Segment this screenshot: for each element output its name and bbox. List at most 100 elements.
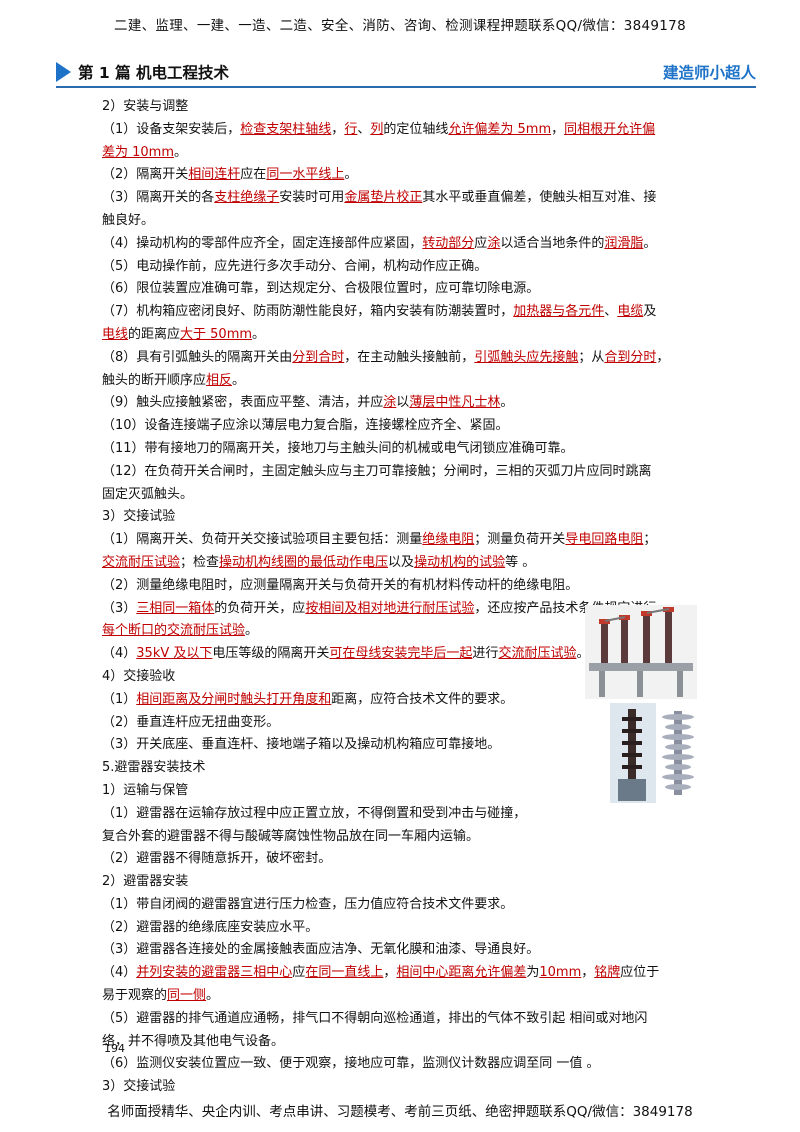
- body-text: 4）交接验收: [102, 668, 176, 684]
- body-text: （4）操动机构的零部件应齐全，固定连接部件应紧固，: [102, 235, 423, 251]
- body-text: 触良好。: [102, 212, 155, 228]
- emphasis-text: 电缆: [617, 304, 644, 320]
- text-line: 易于观察的同一侧。: [102, 985, 698, 1008]
- emphasis-text: 相反: [206, 372, 233, 388]
- top-banner: 二建、监理、一建、一造、二造、安全、消防、咨询、检测课程押题联系QQ/微信：38…: [114, 18, 686, 34]
- emphasis-text: 同一侧: [167, 988, 207, 1004]
- body-text: ，: [656, 349, 670, 365]
- text-line: （4）操动机构的零部件应齐全，固定连接部件应紧固，转动部分应涂以适合当地条件的润…: [102, 233, 698, 256]
- body-text: 为: [526, 965, 540, 981]
- text-line: （11）带有接地刀的隔离开关，接地刀与主触头间的机械或电气闭锁应准确可靠。: [102, 438, 698, 461]
- text-line: （8）具有引弧触头的隔离开关由分到合时，在主动触头接触前，引弧触头应先接触；从合…: [102, 347, 698, 370]
- body-text: 应: [474, 235, 488, 251]
- text-line: 3）交接试验: [102, 1076, 698, 1099]
- text-line: （2）避雷器的绝缘底座安装应水平。: [102, 917, 698, 940]
- body-text: （3）: [102, 600, 137, 616]
- body-text: ，: [581, 965, 595, 981]
- body-text: （2）避雷器不得随意拆开，破坏密封。: [102, 851, 332, 867]
- body-text: 的距离应: [128, 326, 181, 342]
- emphasis-text: 相间中心距离允许偏差: [396, 965, 527, 981]
- text-line: （2）避雷器不得随意拆开，破坏密封。: [102, 848, 698, 871]
- text-line: （2）测量绝缘电阻时，应测量隔离开关与负荷开关的有机材料传动杆的绝缘电阻。: [102, 575, 698, 598]
- body-text: 3）交接试验: [102, 509, 176, 525]
- body-text: ，: [331, 121, 345, 137]
- emphasis-text: 可在母线安装完毕后一起: [329, 646, 473, 662]
- emphasis-text: 薄层中性凡士林: [409, 395, 501, 411]
- text-line: （2）隔离开关相间连杆应在同一水平线上。: [102, 164, 698, 187]
- body-text: 的负荷开关，应: [214, 600, 306, 616]
- text-line: （1）避雷器在运输存放过程中应正置立放，不得倒置和受到冲击与碰撞，: [102, 803, 698, 826]
- body-text: 络，并不得喷及其他电气设备。: [102, 1033, 285, 1049]
- body-text: 。: [500, 395, 514, 411]
- text-line: 4）交接验收: [102, 666, 698, 689]
- body-text: （3）避雷器各连接处的金属接触表面应洁净、无氧化膜和油漆、导通良好。: [102, 942, 540, 958]
- body-text: （1）设备支架安装后，: [102, 121, 241, 137]
- text-line: 5.避雷器安装技术: [102, 757, 698, 780]
- body-text: 1）运输与保管: [102, 782, 189, 798]
- body-text: （9）触头应接触紧密，表面应平整、清洁，并应: [102, 395, 384, 411]
- emphasis-text: 10mm: [539, 965, 582, 981]
- text-line: 2）避雷器安装: [102, 871, 698, 894]
- emphasis-text: 允许偏差为 5mm: [448, 121, 552, 137]
- text-line: 复合外套的避雷器不得与酸碱等腐蚀性物品放在同一车厢内运输。: [102, 826, 698, 849]
- text-line: （3）避雷器各连接处的金属接触表面应洁净、无氧化膜和油漆、导通良好。: [102, 939, 698, 962]
- body-text: 。: [643, 235, 657, 251]
- body-text: （1）避雷器在运输存放过程中应正置立放，不得倒置和受到冲击与碰撞，: [102, 805, 527, 821]
- body-text: 易于观察的: [102, 988, 168, 1004]
- body-text: （2）避雷器的绝缘底座安装应水平。: [102, 919, 319, 935]
- body-text: （6）限位装置应准确可靠，到达规定分、合极限位置时，应可靠切除电源。: [102, 281, 540, 297]
- text-line: （6）监测仪安装位置应一致、便于观察，接地应可靠，监测仪计数器应调至同 一值 。: [102, 1053, 698, 1076]
- emphasis-text: 并列安装的避雷器三相中心: [136, 965, 293, 981]
- text-line: 触良好。: [102, 210, 698, 233]
- body-text: （5）避雷器的排气通道应通畅，排气口不得朝向巡检通道，排出的气体不致引起 相间或…: [102, 1010, 648, 1026]
- page-number: 194: [104, 1042, 125, 1055]
- text-line: （4）35kV 及以下电压等级的隔离开关可在母线安装完毕后一起进行交流耐压试验。: [102, 643, 698, 666]
- text-line: （4）并列安装的避雷器三相中心应在同一直线上，相间中心距离允许偏差为10mm，铭…: [102, 962, 698, 985]
- text-line: （5）避雷器的排气通道应通畅，排气口不得朝向巡检通道，排出的气体不致引起 相间或…: [102, 1008, 698, 1031]
- text-line: （9）触头应接触紧密，表面应平整、清洁，并应涂以薄层中性凡士林。: [102, 392, 698, 415]
- text-line: （5）电动操作前，应先进行多次手动分、合闸，机构动作应正确。: [102, 256, 698, 279]
- text-line: 交流耐压试验；检查操动机构线圈的最低动作电压以及操动机构的试验等 。: [102, 552, 698, 575]
- body-text: （11）带有接地刀的隔离开关，接地刀与主触头间的机械或电气闭锁应准确可靠。: [102, 440, 574, 456]
- body-text: ；测量负荷开关: [474, 532, 566, 548]
- emphasis-text: 加热器与各元件: [513, 304, 605, 320]
- text-line: （1）设备支架安装后，检查支架柱轴线，行、列的定位轴线允许偏差为 5mm，同相根…: [102, 119, 698, 142]
- body-text: 其水平或垂直偏差，使触头相互对准、接: [422, 190, 657, 206]
- emphasis-text: 涂: [487, 235, 501, 251]
- body-text: （1）带自闭阀的避雷器宜进行压力检查，压力值应符合技术文件要求。: [102, 896, 514, 912]
- emphasis-text: 润滑脂: [604, 235, 644, 251]
- body-text: 应在: [240, 167, 267, 183]
- emphasis-text: 操动机构线圈的最低动作电压: [219, 554, 389, 570]
- emphasis-text: 列: [370, 121, 384, 137]
- emphasis-text: 支柱绝缘子: [214, 190, 280, 206]
- body-text: （10）设备连接端子应涂以薄层电力复合脂，连接螺栓应齐全、紧固。: [102, 418, 509, 434]
- bottom-banner: 名师面授精华、央企内训、考点串讲、习题模考、考前三页纸、绝密押题联系QQ/微信：…: [107, 1104, 693, 1120]
- text-line: 3）交接试验: [102, 506, 698, 529]
- header-arrow-icon: [56, 62, 71, 82]
- body-text: （2）隔离开关: [102, 167, 189, 183]
- body-text: 。: [245, 623, 259, 639]
- body-text: 。: [206, 988, 220, 1004]
- body-text: （1）: [102, 691, 137, 707]
- emphasis-text: 铭牌: [594, 965, 621, 981]
- emphasis-text: 大于 50mm: [180, 326, 253, 342]
- body-text: 。: [344, 167, 358, 183]
- text-line: 触头的断开顺序应相反。: [102, 370, 698, 393]
- emphasis-text: 电线: [102, 326, 129, 342]
- body-text: ，: [551, 121, 565, 137]
- body-text: 2）安装与调整: [102, 99, 189, 114]
- document-body: 2）安装与调整 （1）设备支架安装后，检查支架柱轴线，行、列的定位轴线允许偏差为 …: [102, 96, 698, 1099]
- body-text: 、: [604, 304, 618, 320]
- text-line: 1）运输与保管: [102, 780, 698, 803]
- text-line: （7）机构箱应密闭良好、防雨防潮性能良好，箱内安装有防潮装置时，加热器与各元件、…: [102, 301, 698, 324]
- emphasis-text: 在同一直线上: [305, 965, 384, 981]
- emphasis-text: 转动部分: [422, 235, 475, 251]
- body-text: ，在主动触头接触前，: [344, 349, 475, 365]
- emphasis-text: 绝缘电阻: [422, 532, 475, 548]
- emphasis-text: 相间连杆: [188, 167, 241, 183]
- text-line: （1）隔离开关、负荷开关交接试验项目主要包括：测量绝缘电阻；测量负荷开关导电回路…: [102, 529, 698, 552]
- body-text: （12）在负荷开关合闸时，主固定触头应与主刀可靠接触；分闸时，三相的灭弧刀片应同…: [102, 463, 652, 479]
- emphasis-text: 行: [344, 121, 358, 137]
- emphasis-text: 三相同一箱体: [136, 600, 215, 616]
- emphasis-text: 分到合时: [292, 349, 345, 365]
